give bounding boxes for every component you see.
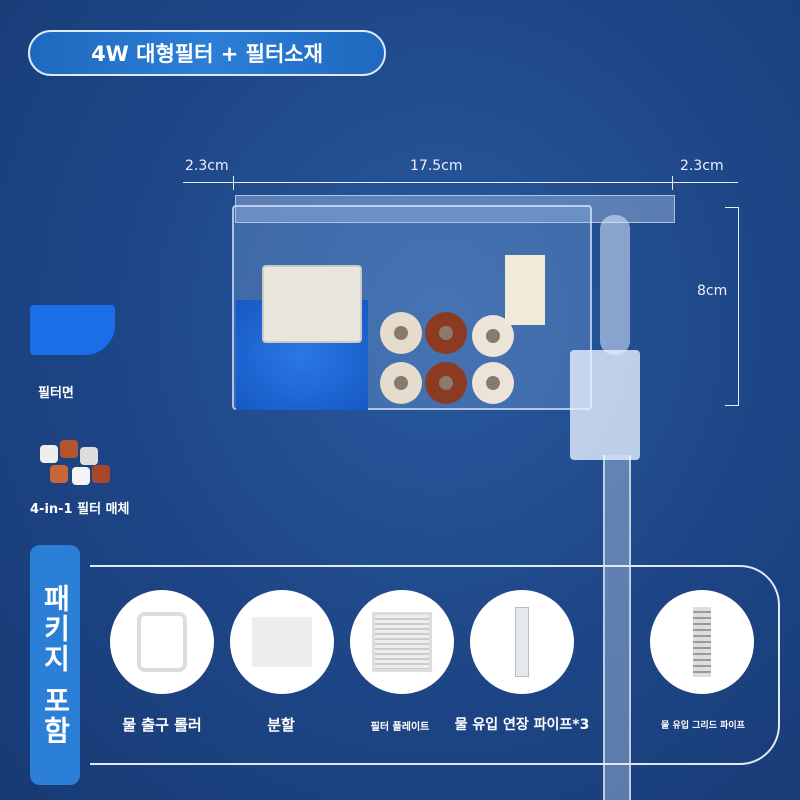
item-roller bbox=[110, 590, 214, 694]
title-banner: 4W 대형필터 + 필터소재 bbox=[28, 30, 386, 76]
item-plate bbox=[350, 590, 454, 694]
intake-tube bbox=[603, 455, 631, 800]
filter-plate bbox=[505, 255, 545, 325]
pump bbox=[570, 350, 640, 460]
filter-lid bbox=[235, 195, 675, 223]
dim-tick bbox=[725, 207, 739, 208]
dim-left: 2.3cm bbox=[185, 158, 229, 174]
item-label: 물 출구 롤러 bbox=[122, 716, 202, 734]
dim-right: 2.3cm bbox=[680, 158, 724, 174]
dim-tick bbox=[672, 176, 673, 190]
item-label: 필터 플레이트 bbox=[370, 722, 430, 733]
dim-width: 17.5cm bbox=[410, 158, 463, 174]
ceramic-ring bbox=[380, 312, 422, 354]
package-panel bbox=[90, 565, 780, 765]
side-label-media: 4-in-1 필터 매체 bbox=[30, 502, 130, 517]
item-extension-pipe bbox=[470, 590, 574, 694]
dim-line-v bbox=[738, 207, 739, 405]
item-label: 물 유입 연장 파이프*3 bbox=[454, 717, 590, 733]
side-label-sponge: 필터면 bbox=[38, 386, 74, 401]
item-grid-pipe bbox=[650, 590, 754, 694]
title-text: 4W 대형필터 + 필터소재 bbox=[91, 42, 323, 66]
intake-pipe bbox=[600, 215, 630, 355]
item-label: 분할 bbox=[267, 716, 295, 734]
item-divider bbox=[230, 590, 334, 694]
bio-ring bbox=[425, 362, 467, 404]
filter-media-image bbox=[30, 435, 120, 490]
ceramic-ring bbox=[380, 362, 422, 404]
dim-tick bbox=[233, 176, 234, 190]
bio-ring bbox=[425, 312, 467, 354]
package-heading: 패키지 포함 bbox=[30, 545, 80, 785]
roller bbox=[262, 265, 362, 343]
dim-height: 8cm bbox=[697, 283, 728, 299]
dim-tick bbox=[725, 405, 739, 406]
dim-line-h bbox=[183, 182, 738, 183]
ceramic-ring bbox=[472, 362, 514, 404]
item-label: 물 유입 그리드 파이프 bbox=[661, 721, 745, 731]
filter-sponge-image bbox=[30, 305, 115, 355]
